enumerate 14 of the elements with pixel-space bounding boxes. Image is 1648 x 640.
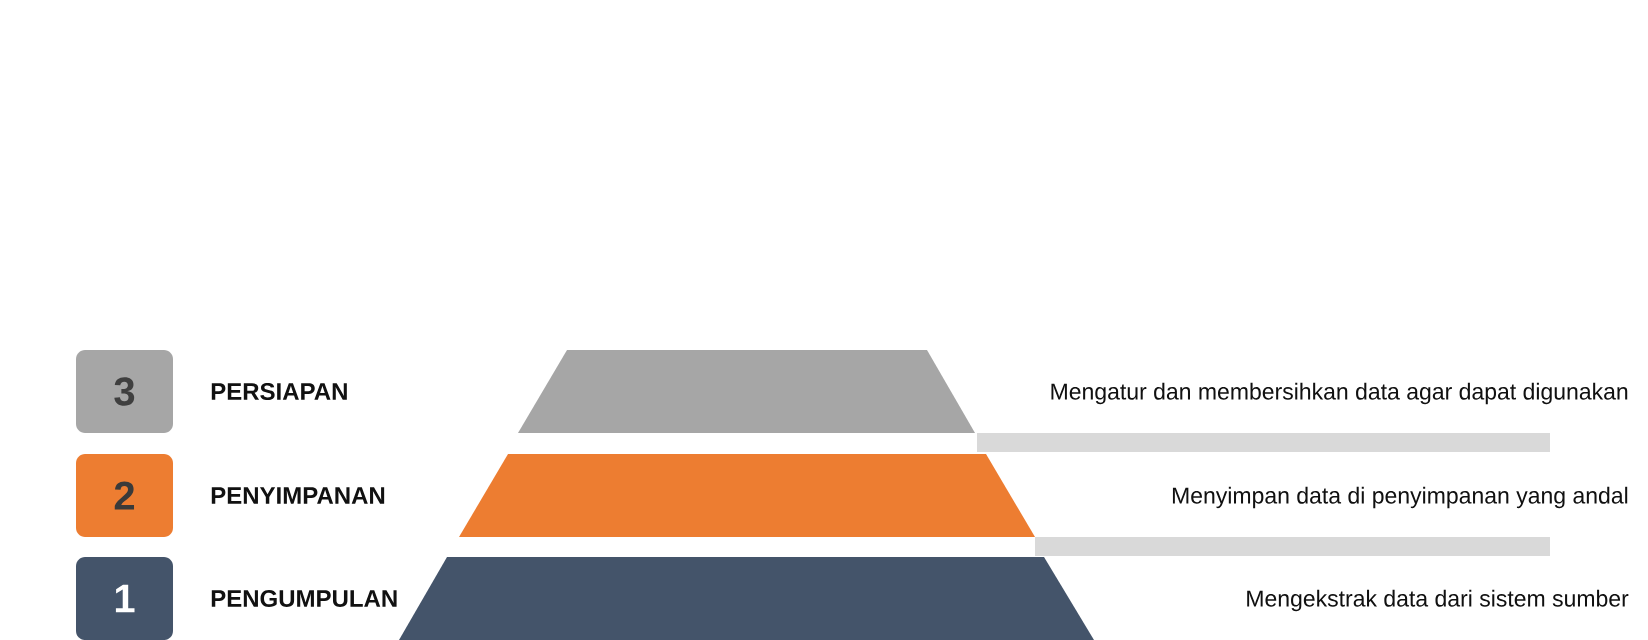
pyramid-layer — [518, 350, 975, 433]
pyramid-layer — [459, 454, 1035, 537]
step-title: PENYIMPANAN — [211, 487, 385, 504]
shelf-bar — [977, 433, 1550, 452]
step-title: PENGUMPULAN — [211, 590, 397, 607]
number-badge: 1 — [76, 557, 173, 640]
number-badge: 3 — [76, 350, 173, 433]
shelf-bar — [1035, 537, 1550, 556]
layer-description: Menyimpan data di penyimpanan yang andal — [1172, 486, 1628, 509]
number-badge: 2 — [76, 454, 173, 537]
layer-description: Mengatur dan membersihkan data agar dapat digunakan — [1051, 382, 1628, 405]
pyramid-layer — [399, 557, 1094, 640]
layer-description: Mengekstrak data dari sistem sumber — [1247, 589, 1629, 612]
step-title: PERSIAPAN — [211, 383, 347, 400]
